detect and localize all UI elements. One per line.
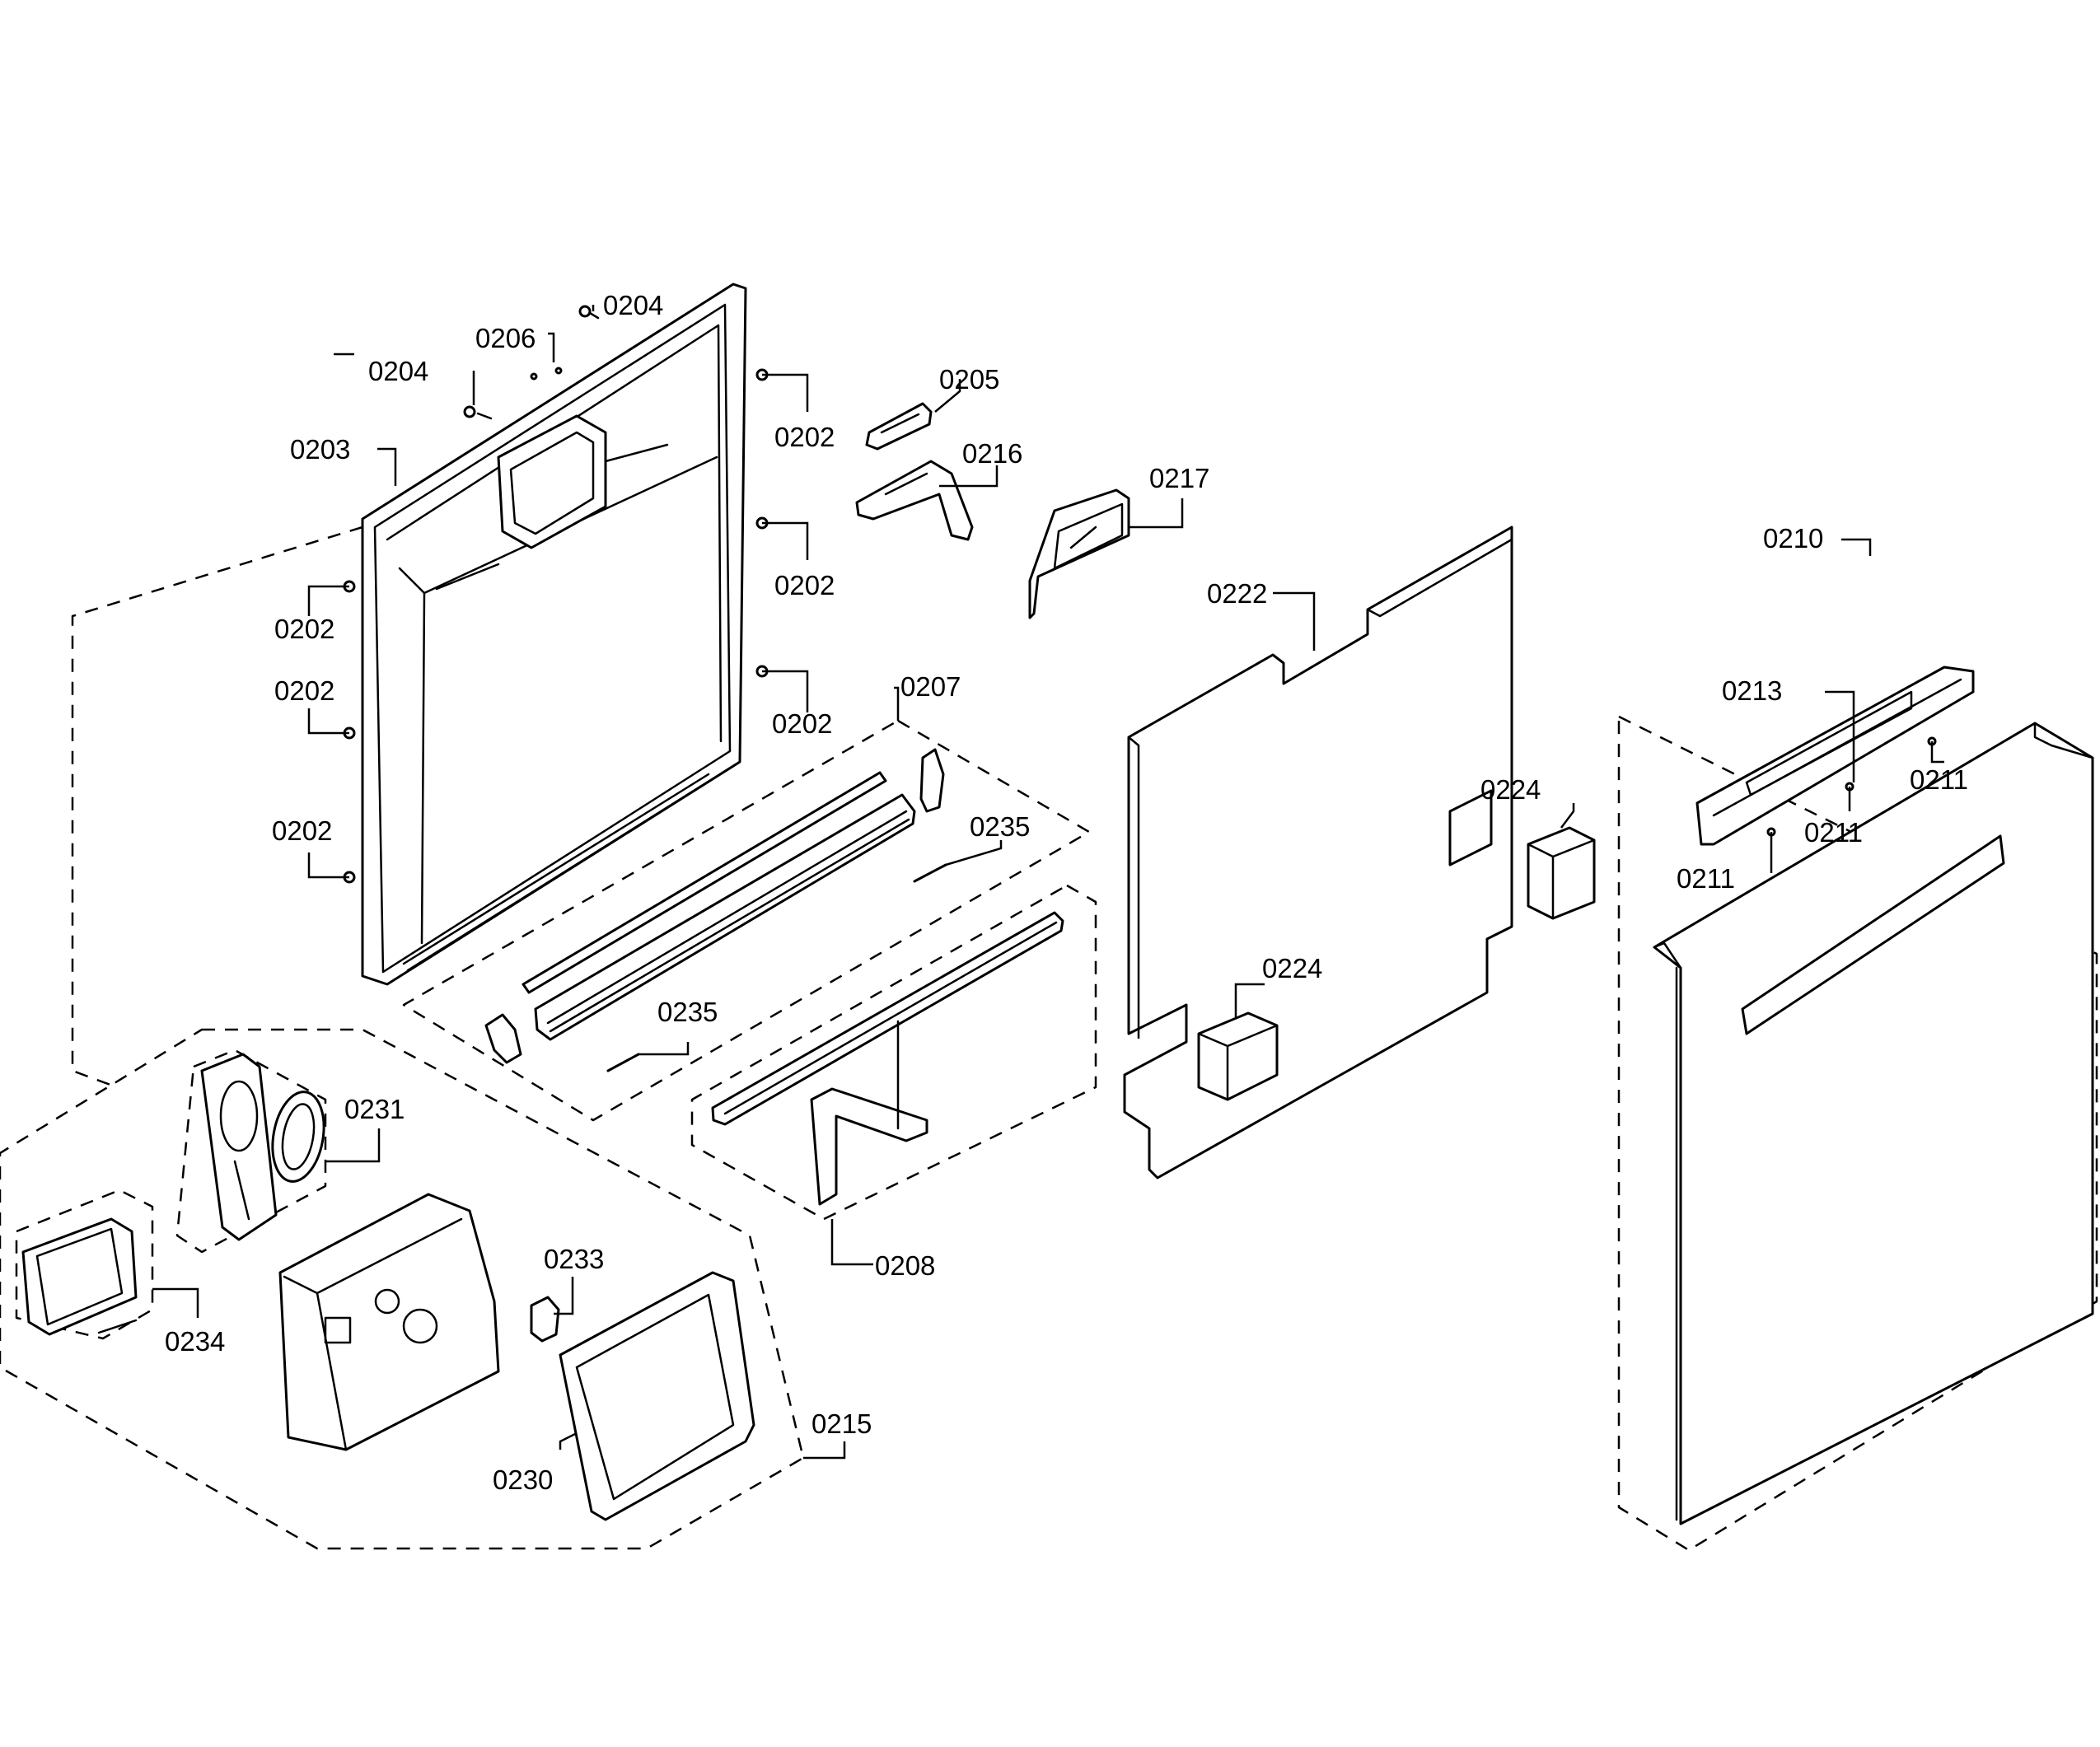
- callout-0202-left-top: 0202: [274, 614, 334, 644]
- callout-0207: 0207: [900, 671, 961, 702]
- bracket-0216: [855, 460, 974, 541]
- callout-0202-left-bottom: 0202: [272, 815, 332, 846]
- spacer-block-0224b: [1197, 1011, 1279, 1101]
- callout-0205: 0205: [939, 364, 999, 395]
- callout-0217: 0217: [1149, 463, 1209, 493]
- handle-trim-0213: [1695, 666, 1975, 846]
- callout-0231: 0231: [344, 1094, 405, 1124]
- screw-icon: [463, 405, 493, 420]
- screw-icon: [530, 372, 538, 381]
- callout-0215: 0215: [811, 1408, 872, 1439]
- leader-lines: [152, 305, 1944, 1460]
- gasket-frame-0230: [559, 1271, 755, 1521]
- group-outline-0207: [402, 719, 1091, 1122]
- outer-door-panel-0210: [1653, 722, 2094, 1525]
- callout-0203: 0203: [290, 434, 350, 465]
- door-lock-assembly-0215: [278, 1193, 500, 1451]
- group-outline-0234: [15, 1189, 154, 1340]
- clip-0235b: [606, 1053, 640, 1072]
- bracket-0205: [865, 402, 933, 451]
- callout-0204-left: 0204: [368, 356, 428, 386]
- group-outline-0231: [175, 1049, 327, 1254]
- callout-0202-right-mid: 0202: [774, 570, 835, 600]
- callout-0206: 0206: [475, 323, 536, 353]
- callout-0204-top: 0204: [603, 290, 663, 320]
- plate-0234: [21, 1217, 138, 1336]
- callout-0210: 0210: [1763, 523, 1823, 554]
- gasket-ring-0231: [271, 1091, 325, 1183]
- callout-0224-lower: 0224: [1262, 953, 1322, 983]
- callout-0213: 0213: [1722, 675, 1782, 706]
- callout-0235-upper: 0235: [970, 811, 1030, 842]
- lock-cover-0231: [200, 1053, 278, 1241]
- group-outline-0215: [0, 1028, 805, 1550]
- cover-0217: [1028, 488, 1130, 619]
- callout-0211-mid: 0211: [1804, 817, 1863, 848]
- callout-0222: 0222: [1207, 578, 1267, 609]
- callout-0208: 0208: [875, 1250, 935, 1281]
- callout-0233: 0233: [544, 1244, 604, 1274]
- callout-0211-left: 0211: [1677, 863, 1735, 894]
- callout-0224-right: 0224: [1480, 774, 1541, 805]
- screw-icon: [554, 367, 563, 375]
- spacer-block-0224a: [1527, 826, 1596, 920]
- callout-0230: 0230: [493, 1464, 553, 1495]
- clip-0235a: [913, 863, 947, 883]
- callout-0216: 0216: [962, 438, 1022, 469]
- insulation-panel-0222: [1123, 526, 1513, 1179]
- seal-strip-0207: [484, 748, 945, 1064]
- callout-0234: 0234: [165, 1326, 225, 1357]
- group-outline-0208: [690, 884, 1097, 1221]
- rail-0208: [711, 911, 1064, 1206]
- plug-0233: [530, 1296, 560, 1343]
- callout-0202-left-mid: 0202: [274, 675, 334, 706]
- callout-0211-right: 0211: [1910, 764, 1968, 795]
- callout-0235-lower: 0235: [657, 997, 718, 1027]
- group-outline-0203: [71, 526, 363, 1089]
- inner-door-frame: [361, 283, 747, 986]
- screw-icon: [578, 305, 600, 320]
- callout-0202-right-top: 0202: [774, 422, 835, 452]
- callout-0202-right-bottom: 0202: [772, 708, 832, 739]
